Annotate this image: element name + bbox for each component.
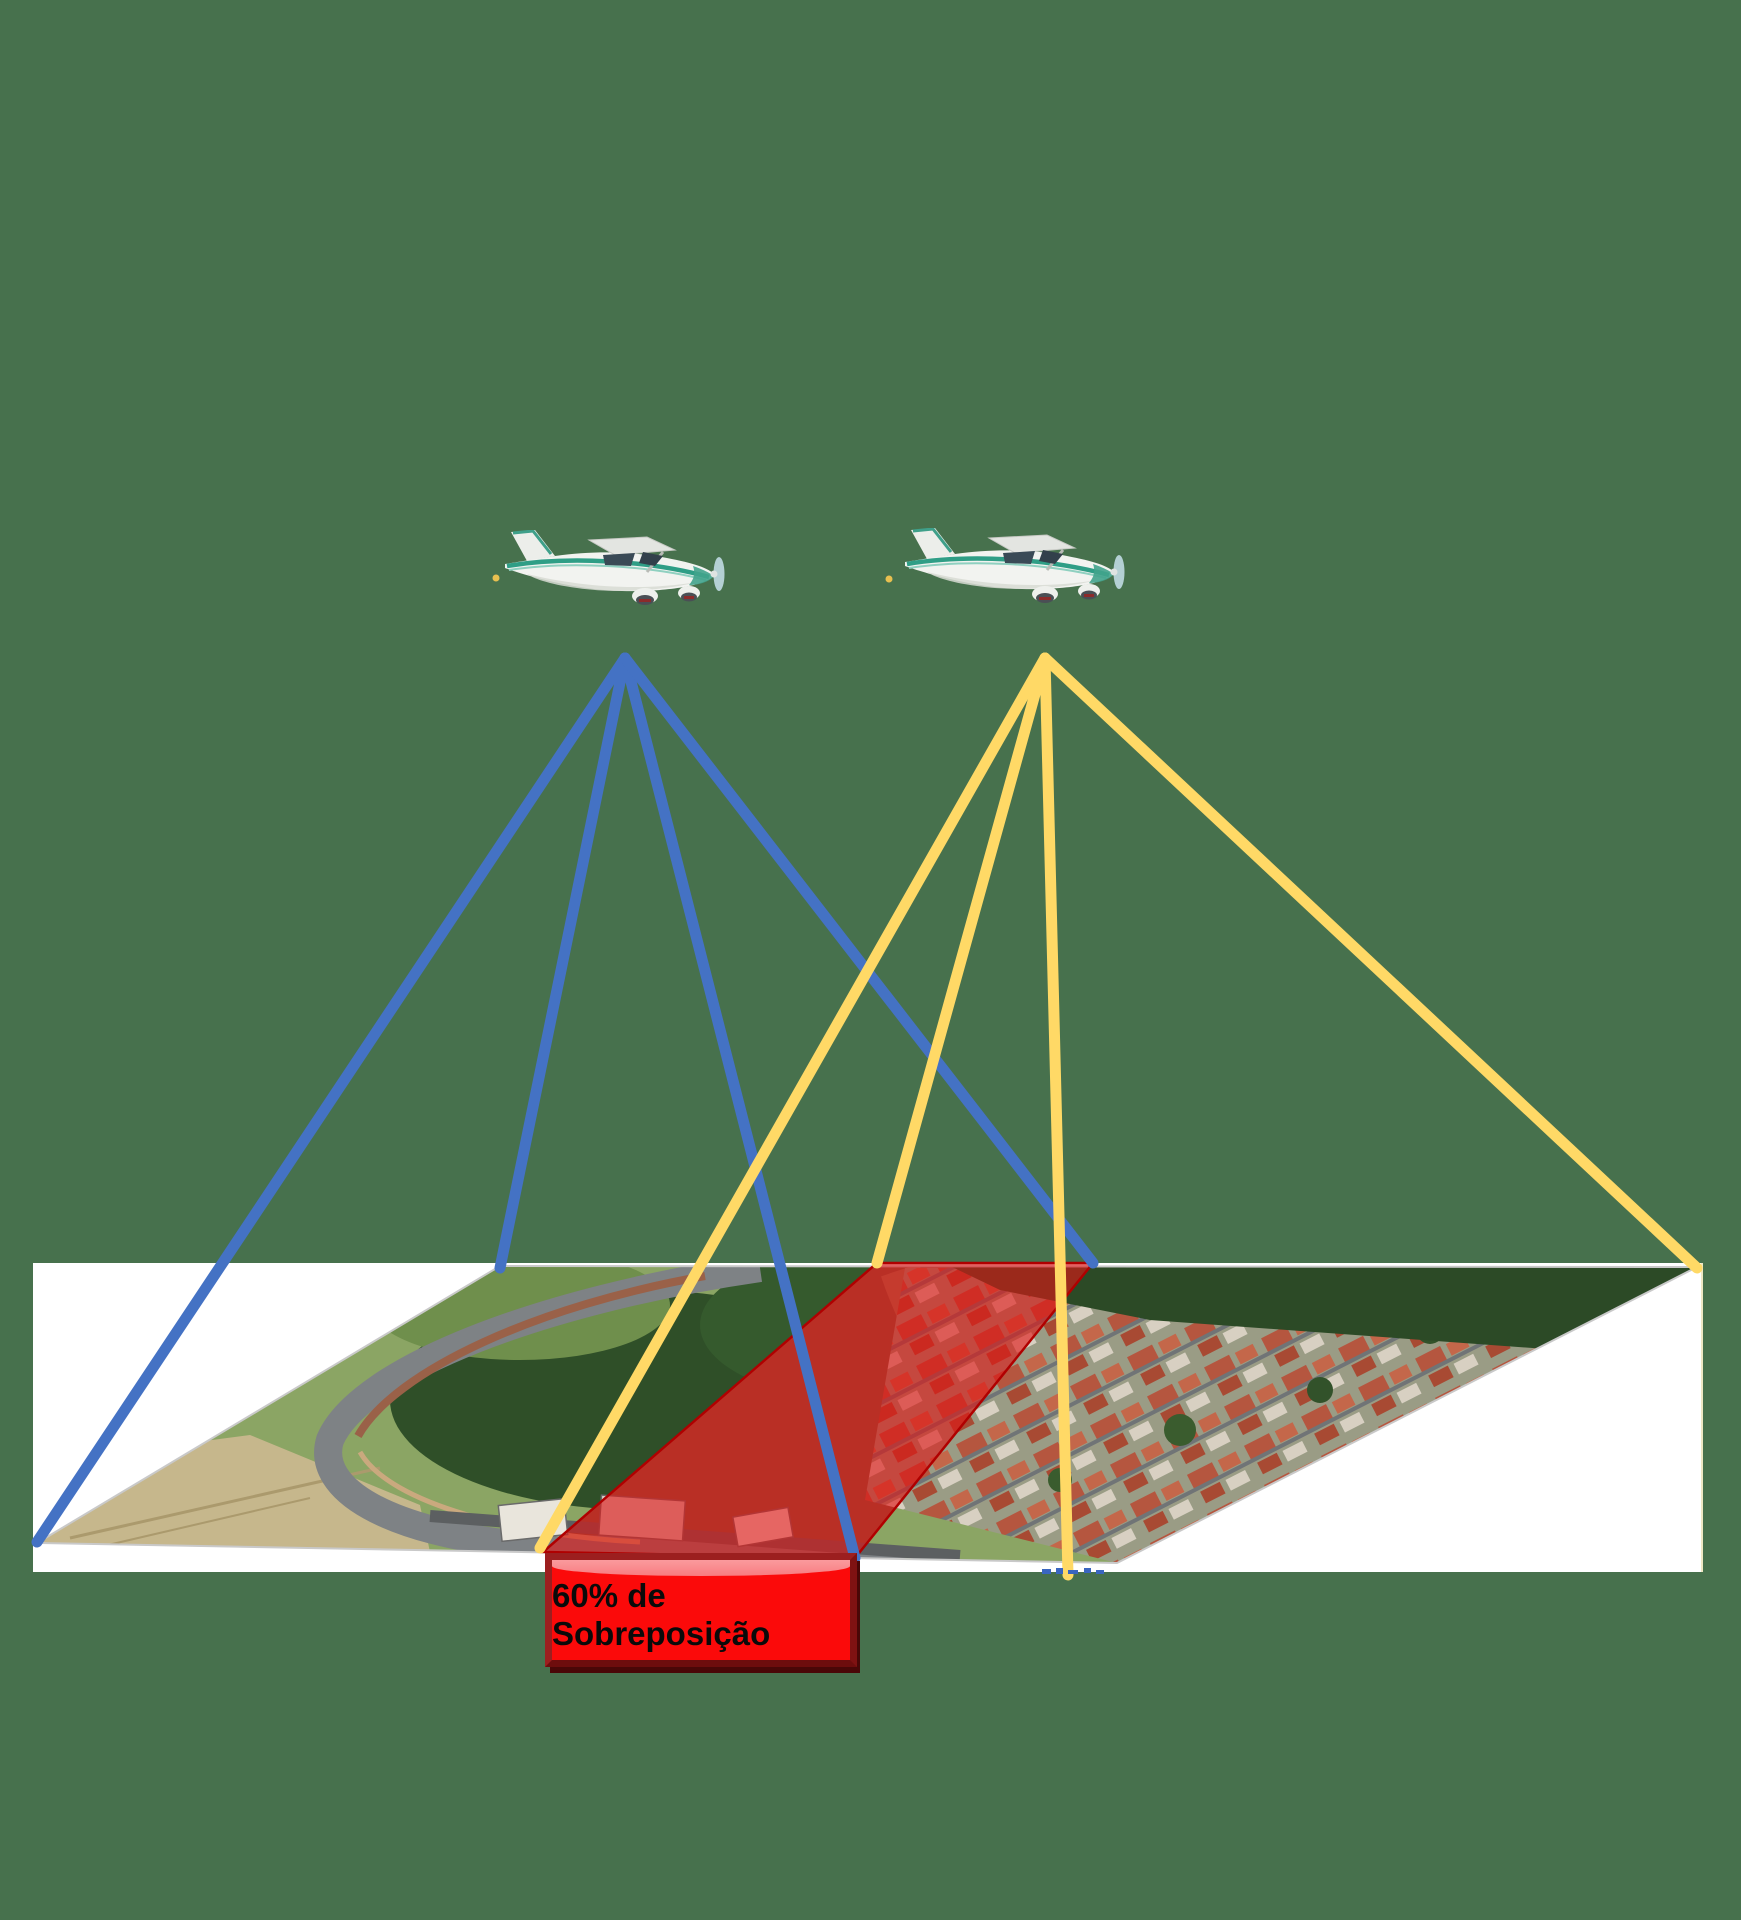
aerial-photo-border xyxy=(33,1264,1698,1565)
photo-trees-topright xyxy=(950,1266,1697,1350)
yellow-ray-left xyxy=(534,652,1051,1554)
overlap-label-text: 60% de Sobreposição xyxy=(552,1577,771,1652)
yellow-ray-right xyxy=(1039,652,1703,1274)
sparkle-artifact-left xyxy=(492,574,500,582)
blue-ray-left xyxy=(31,652,631,1548)
label-bevel-highlight xyxy=(552,1560,850,1576)
blue-ray-fan xyxy=(31,652,1099,1564)
overlap-label-box: 60% de Sobreposição xyxy=(545,1553,857,1667)
yellow-ray-inner-left xyxy=(871,652,1051,1269)
yellow-ray-inner-right xyxy=(1039,652,1074,1581)
yellow-ray-fan xyxy=(534,652,1703,1581)
blue-ray-inner-right xyxy=(619,652,861,1564)
blue-ray-right xyxy=(619,652,1099,1269)
sparkle-artifact-right xyxy=(885,575,893,583)
blue-ray-inner-left xyxy=(494,652,631,1274)
tiny-blue-artifact xyxy=(1042,1568,1104,1574)
